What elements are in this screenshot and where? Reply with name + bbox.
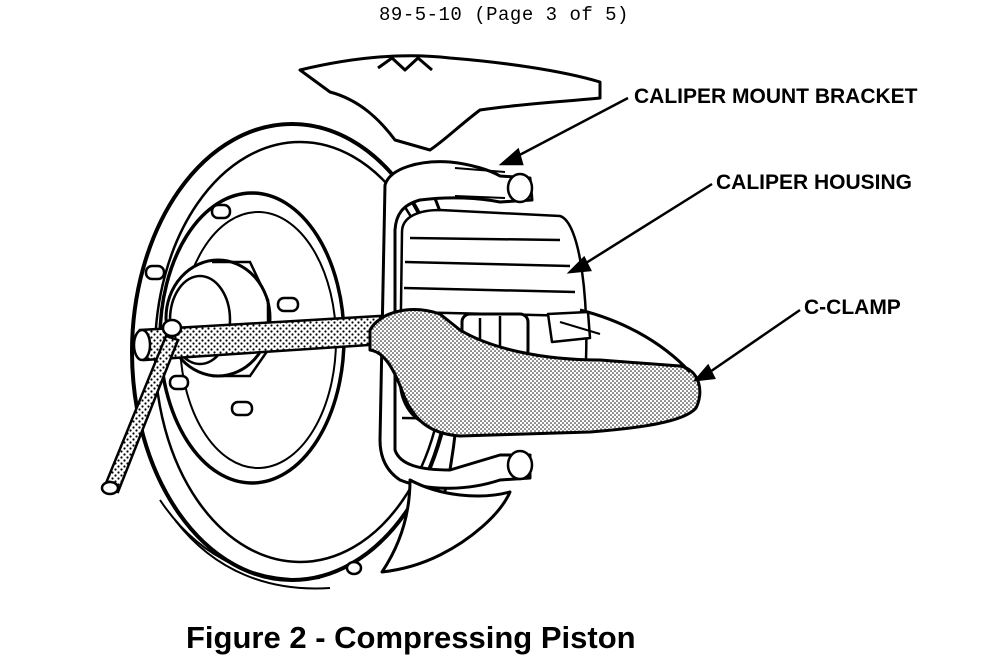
leader-arrows [498, 96, 801, 382]
clamp-leader-arrow [692, 308, 801, 382]
clamp-screw [100, 314, 386, 496]
caliper-mount-bracket-label: CALIPER MOUNT BRACKET [634, 85, 918, 108]
lower-control-arm [345, 478, 512, 576]
bracket-leader-arrow [498, 96, 629, 166]
page-header: 89-5-10 (Page 3 of 5) [379, 4, 629, 26]
c-clamp-label: C-CLAMP [804, 296, 901, 319]
housing-leader-arrow [566, 182, 713, 274]
upper-control-arm [298, 54, 602, 152]
caliper-housing-label: CALIPER HOUSING [716, 171, 913, 194]
figure-caption: Figure 2 - Compressing Piston [186, 620, 636, 655]
c-clamp-frame [368, 308, 702, 438]
